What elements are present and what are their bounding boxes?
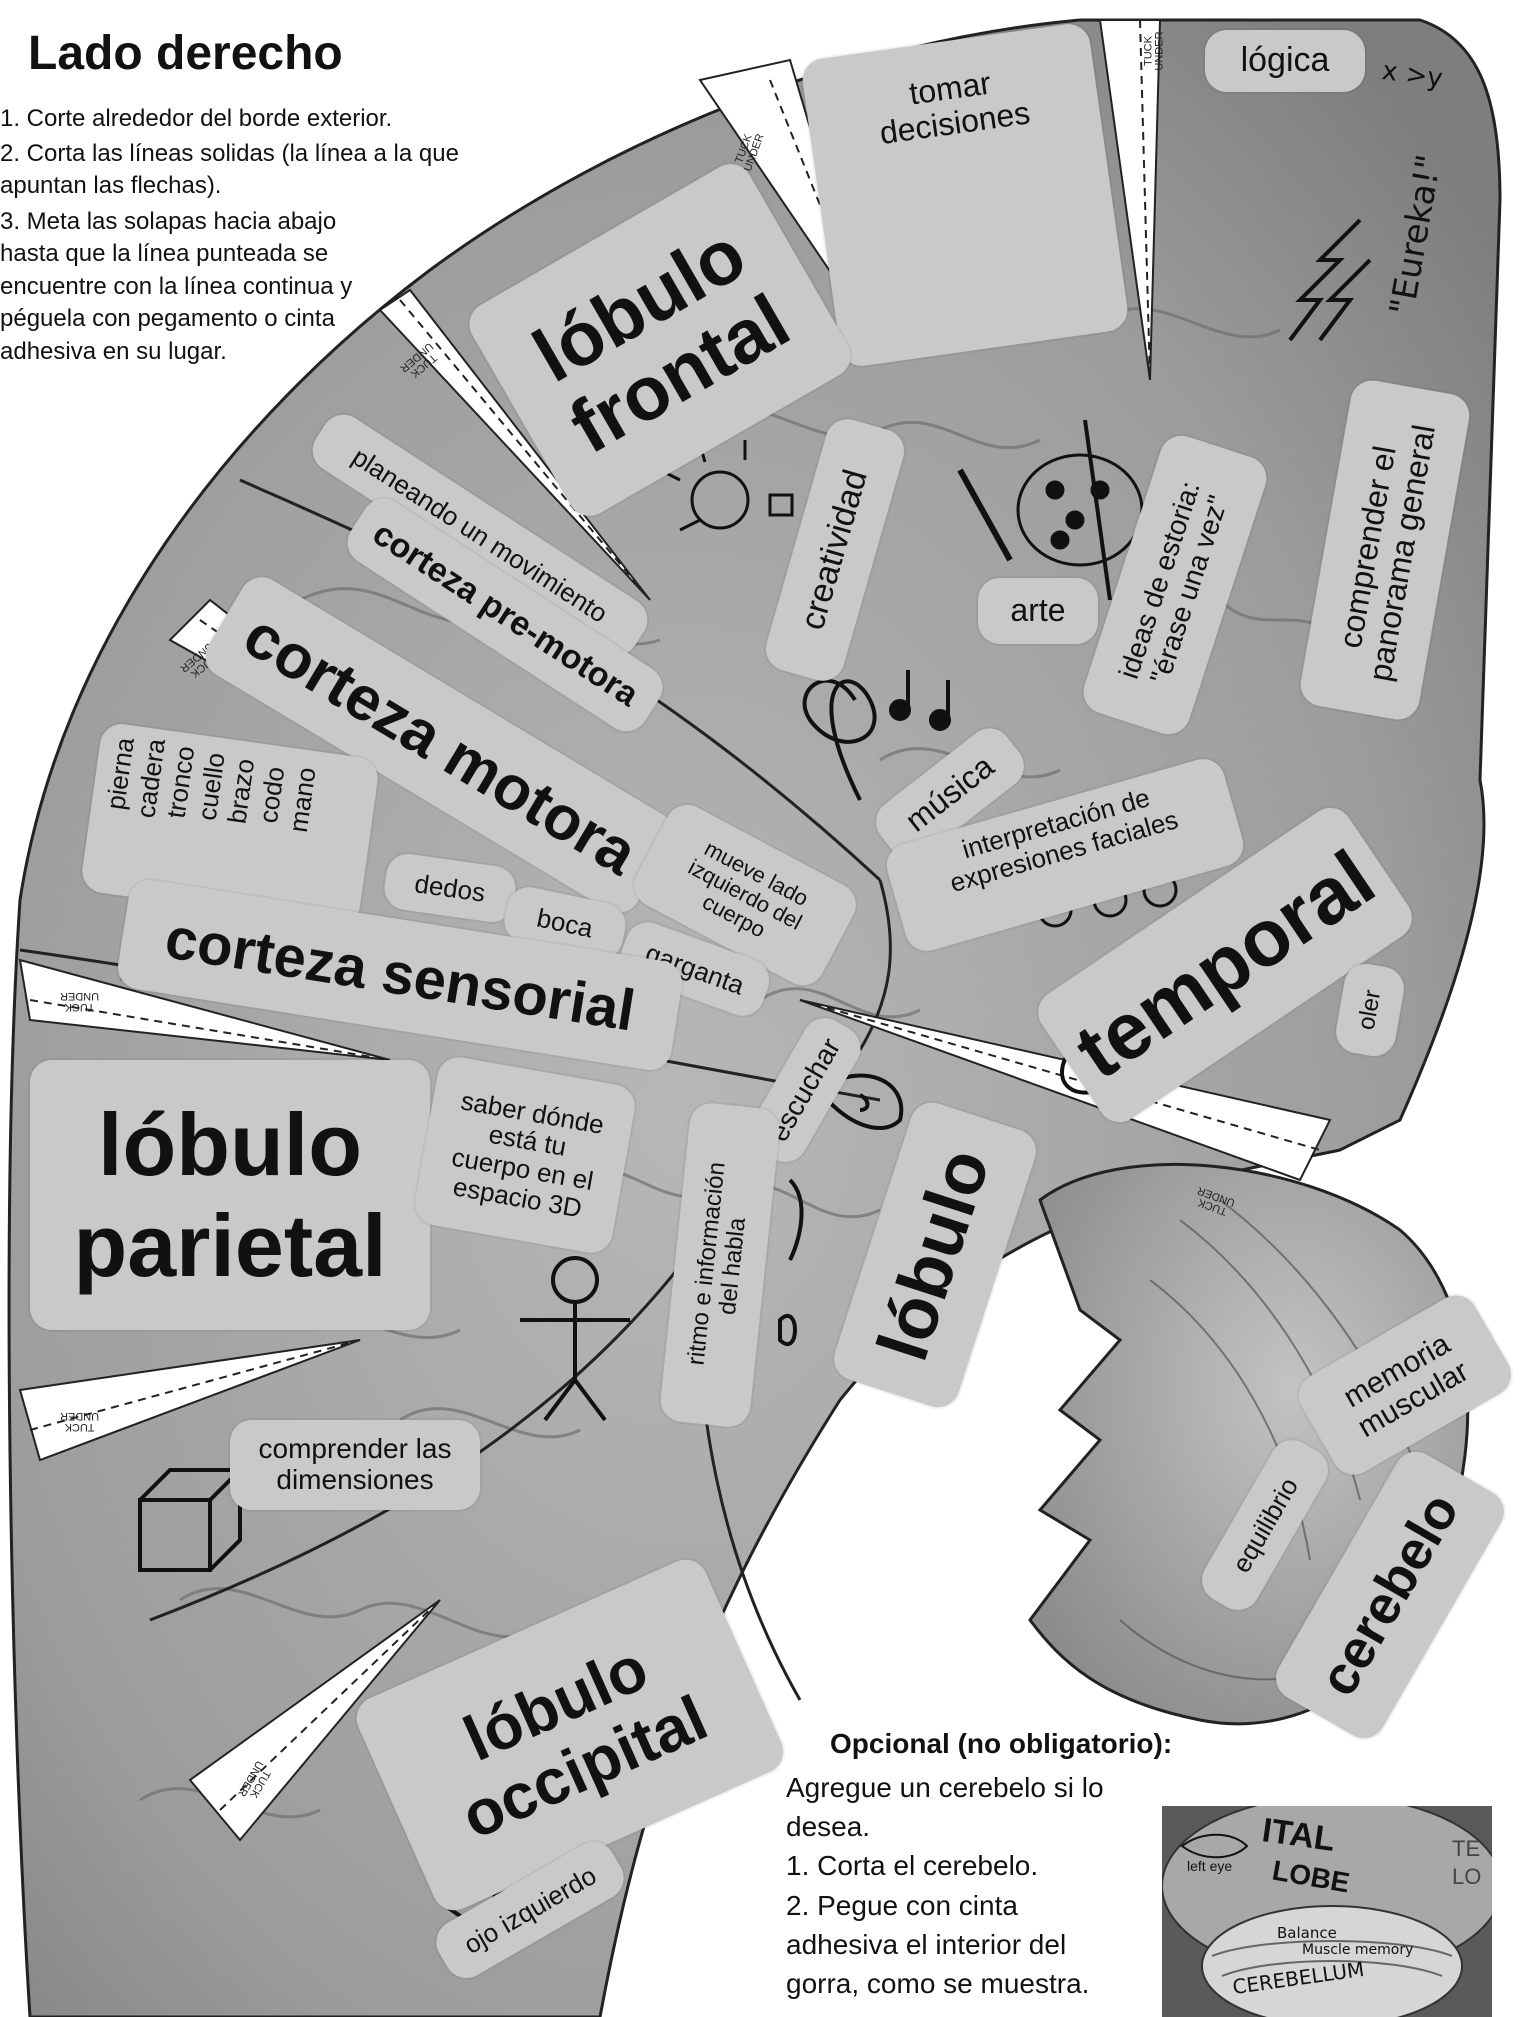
optional-line: adhesiva el interior del [786, 1925, 1116, 1964]
label-arte: arte [978, 578, 1098, 644]
instruction-step-1: 1. Corte alrededor del borde exterior. [0, 104, 520, 134]
photo-muscle-memory: Muscle memory [1302, 1942, 1413, 1958]
label-lobulo-parietal: lóbulo parietal [30, 1060, 430, 1330]
optional-heading: Opcional (no obligatorio): [830, 1728, 1172, 1760]
label-logica: lógica [1205, 30, 1365, 92]
photo-te: TE [1452, 1836, 1480, 1862]
optional-line: 2. Pegue con cinta [786, 1886, 1116, 1925]
optional-line: 1. Corta el cerebelo. [786, 1846, 1116, 1885]
tuck-under-label: TUCK UNDER [1144, 31, 1166, 70]
optional-line: gorra, como se muestra. [786, 1964, 1116, 2003]
label-saber-donde: saber dónde está tu cuerpo en el espacio… [412, 1054, 638, 1256]
optional-instructions: Agregue un cerebelo si lo desea. 1. Cort… [786, 1768, 1116, 2003]
tuck-under-label: TUCK UNDER [60, 990, 99, 1012]
optional-line: desea. [786, 1807, 1116, 1846]
photo-lo: LO [1452, 1864, 1481, 1890]
label-comprender-dimensiones: comprender las dimensiones [230, 1420, 480, 1510]
photo-left-eye: left eye [1187, 1858, 1232, 1874]
page-title: Lado derecho [28, 26, 343, 81]
optional-line: Agregue un cerebelo si lo [786, 1768, 1116, 1807]
example-photo: left eye ITAL LOBE TE LO Balance Muscle … [1162, 1806, 1492, 2017]
instruction-step-2: 2. Corta las líneas solidas (la línea a … [0, 138, 510, 203]
label-tomar-decisiones: tomar decisiones [800, 21, 1130, 368]
photo-balance: Balance [1277, 1924, 1337, 1942]
instruction-step-3: 3. Meta las solapas hacia abajo hasta qu… [0, 206, 380, 368]
tuck-under-label: TUCK UNDER [60, 1410, 99, 1432]
